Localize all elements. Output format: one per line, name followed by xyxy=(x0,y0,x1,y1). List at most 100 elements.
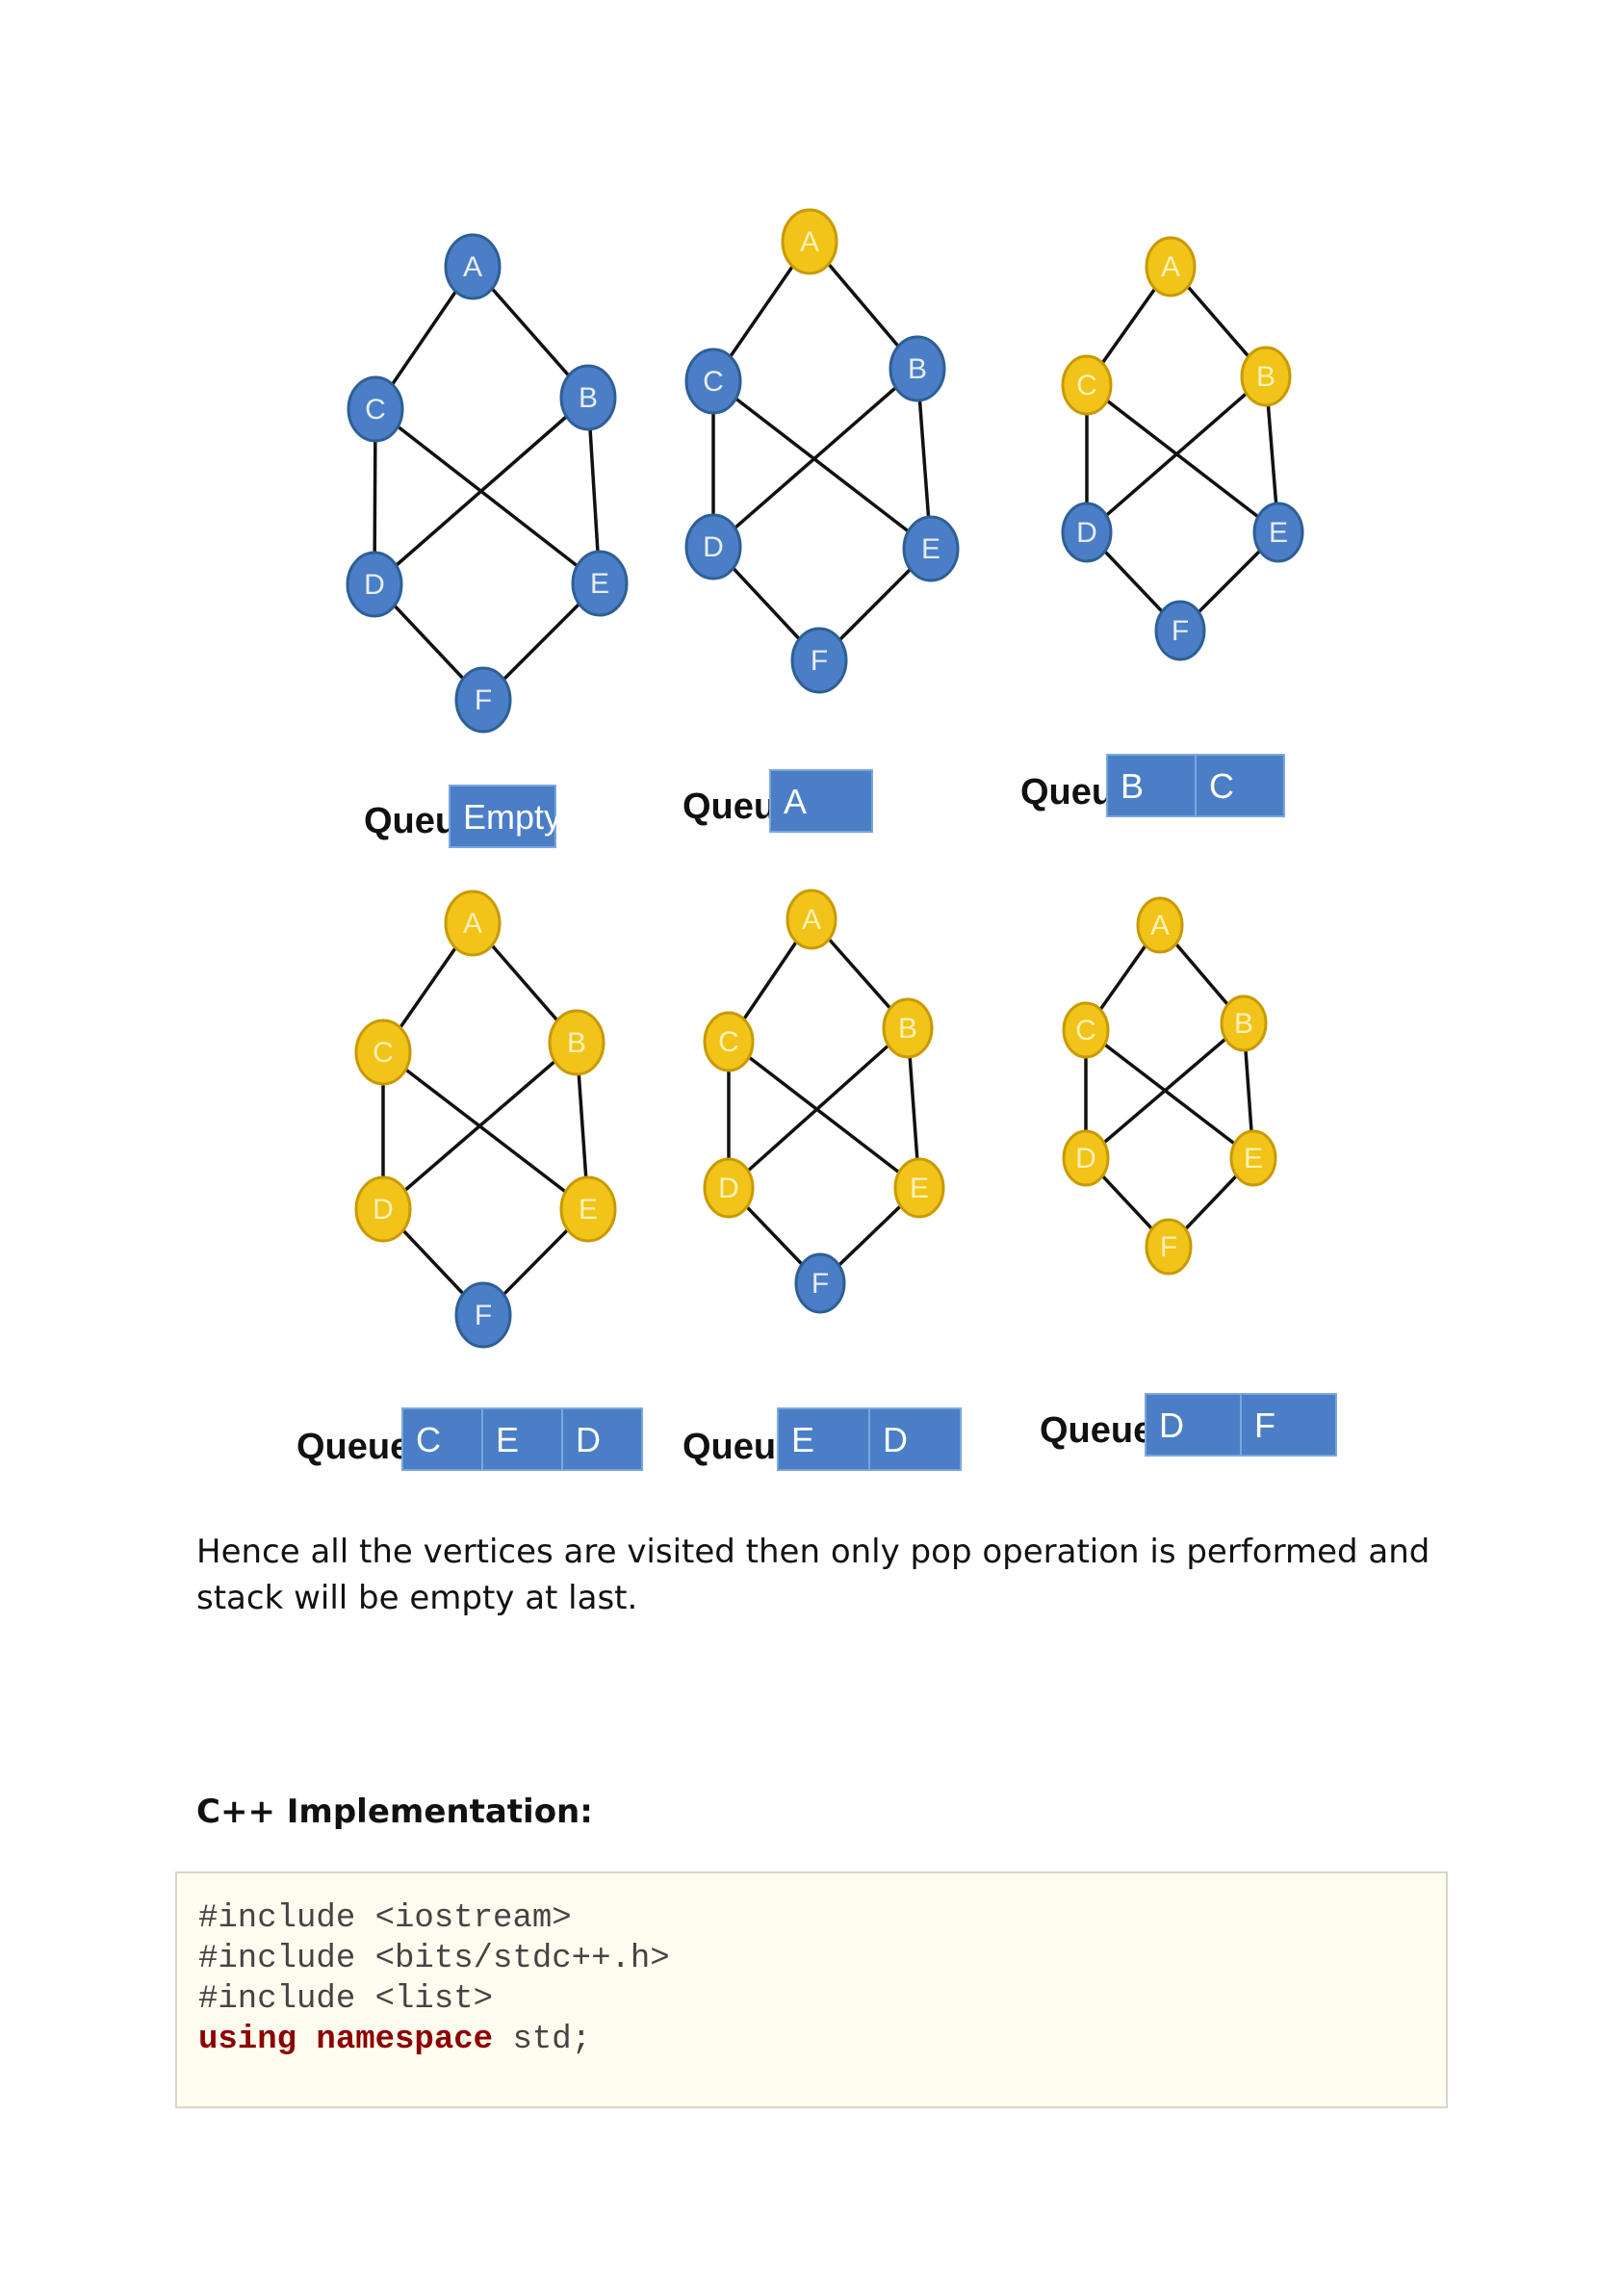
graph-2-node-label-d: D xyxy=(703,531,724,563)
graph-1-edge-bd xyxy=(373,396,590,586)
graph-2-node-a xyxy=(781,208,838,275)
queue-1-item-1: Empty xyxy=(463,797,561,837)
graph-1-node-b xyxy=(559,364,617,431)
graph-3-node-d xyxy=(1061,502,1113,563)
code-block: #include <iostream> #include <bits/stdc+… xyxy=(175,1871,1448,2108)
graph-2-node-label-f: F xyxy=(811,645,828,677)
graph-1-node-c xyxy=(347,375,404,443)
graph-6-node-label-b: B xyxy=(1234,1008,1253,1040)
queue-5-item-1: E xyxy=(791,1420,814,1459)
graph-1-node-label-c: C xyxy=(365,394,386,426)
graph-5-node-b xyxy=(882,997,934,1059)
graph-1-node-label-e: E xyxy=(590,568,609,600)
code-line-4: using namespace std; xyxy=(198,2020,1425,2060)
graph-6-node-label-f: F xyxy=(1160,1231,1177,1263)
graph-3-node-label-c: C xyxy=(1076,370,1097,401)
graph-6-node-label-e: E xyxy=(1244,1143,1263,1174)
graph-1-node-label-b: B xyxy=(579,382,598,414)
graph-5-node-f xyxy=(794,1252,846,1314)
graph-3-node-label-b: B xyxy=(1256,361,1275,393)
graph-3-node-a xyxy=(1145,236,1197,297)
graph-3-node-e xyxy=(1252,502,1304,563)
queue-5-item-2: D xyxy=(883,1420,908,1459)
graph-5-node-label-e: E xyxy=(910,1173,929,1204)
graph-1-node-label-f: F xyxy=(475,684,492,716)
graph-1-node-d xyxy=(346,551,403,618)
graph-4-node-label-c: C xyxy=(373,1037,394,1069)
graph-4-node-label-d: D xyxy=(373,1194,394,1225)
queue-5-cell-1 xyxy=(777,1407,870,1471)
graph-5-node-label-c: C xyxy=(718,1026,739,1058)
graph-4-edge-ce xyxy=(381,1050,590,1211)
graph-6-node-f xyxy=(1145,1218,1193,1276)
graph-2-node-f xyxy=(790,627,848,694)
graph-3-node-label-e: E xyxy=(1269,517,1288,549)
graph-2-node-label-b: B xyxy=(908,353,927,385)
graph-5-node-label-b: B xyxy=(898,1013,917,1045)
graph-4-node-label-a: A xyxy=(463,908,482,940)
queue-4-item-2: E xyxy=(496,1420,519,1459)
graph-1-node-label-a: A xyxy=(463,251,482,283)
graph-5-node-label-f: F xyxy=(812,1268,829,1300)
graph-3-edge-bd xyxy=(1085,374,1268,534)
graph-4-node-label-f: F xyxy=(475,1300,492,1331)
queue-4-cell-3 xyxy=(561,1407,643,1471)
graph-6-edge-bd xyxy=(1084,1021,1246,1160)
graph-1-node-label-d: D xyxy=(364,569,385,601)
graph-4-node-b xyxy=(548,1009,605,1076)
graph-2-node-label-a: A xyxy=(800,226,819,258)
code-text: std; xyxy=(493,2022,592,2058)
queue-6-cell-1 xyxy=(1145,1393,1242,1457)
graph-3-node-label-a: A xyxy=(1161,251,1180,283)
graph-3-node-label-f: F xyxy=(1172,615,1189,647)
graph-3-edge-ce xyxy=(1085,383,1280,534)
queue-4-item-3: D xyxy=(576,1420,601,1459)
graph-1-edge-ce xyxy=(374,407,602,585)
graph-2-edge-bd xyxy=(711,367,919,549)
queue-1-cell-1 xyxy=(449,785,556,848)
graph-4-node-label-b: B xyxy=(567,1027,586,1059)
graph-5-node-d xyxy=(703,1157,755,1219)
section-heading: C++ Implementation: xyxy=(196,1793,593,1831)
code-line-2: #include <bits/stdc++.h> xyxy=(198,1941,670,1977)
graph-4-node-f xyxy=(454,1281,512,1349)
graph-4-node-a xyxy=(444,890,502,957)
code-keyword: using namespace xyxy=(198,2022,494,2058)
graph-5-edge-ce xyxy=(727,1040,921,1190)
queue-6-cell-2 xyxy=(1240,1393,1337,1457)
graph-3-node-label-d: D xyxy=(1076,517,1097,549)
graph-6-node-label-c: C xyxy=(1075,1015,1096,1046)
graph-1-node-a xyxy=(444,233,502,300)
graph-4-node-d xyxy=(354,1175,412,1243)
graph-5-node-label-a: A xyxy=(802,904,821,936)
graph-6-node-d xyxy=(1062,1129,1110,1187)
queue-4-cell-2 xyxy=(481,1407,563,1471)
queue-4-item-1: C xyxy=(416,1420,441,1459)
queue-4-cell-1 xyxy=(401,1407,483,1471)
graph-6-node-e xyxy=(1229,1129,1277,1187)
graph-4-edge-bd xyxy=(381,1041,579,1211)
graph-2-node-e xyxy=(902,515,960,582)
graph-6-node-b xyxy=(1220,994,1268,1052)
graph-5-node-c xyxy=(703,1011,755,1072)
graph-6-node-label-a: A xyxy=(1150,910,1170,942)
queue-2-cell-1 xyxy=(769,769,873,833)
graph-5-node-a xyxy=(786,889,837,950)
graph-4-node-e xyxy=(559,1175,617,1243)
graph-2-node-label-e: E xyxy=(921,533,940,565)
graph-3-node-b xyxy=(1240,346,1292,407)
queue-6-item-2: F xyxy=(1254,1406,1275,1445)
queue-3-cell-2 xyxy=(1195,754,1285,817)
graph-1-node-f xyxy=(454,666,512,734)
queue-3-cell-1 xyxy=(1106,754,1197,817)
graph-3-node-c xyxy=(1061,354,1113,416)
graph-6-node-c xyxy=(1062,1001,1110,1059)
graph-6-node-label-d: D xyxy=(1075,1143,1096,1174)
graph-5-node-label-d: D xyxy=(718,1173,739,1204)
queue-3-item-1: B xyxy=(1121,766,1144,806)
graph-5-node-e xyxy=(893,1157,945,1219)
queue-3-item-2: C xyxy=(1209,766,1234,806)
graph-6-node-a xyxy=(1136,896,1184,954)
graph-2-node-c xyxy=(684,348,742,415)
